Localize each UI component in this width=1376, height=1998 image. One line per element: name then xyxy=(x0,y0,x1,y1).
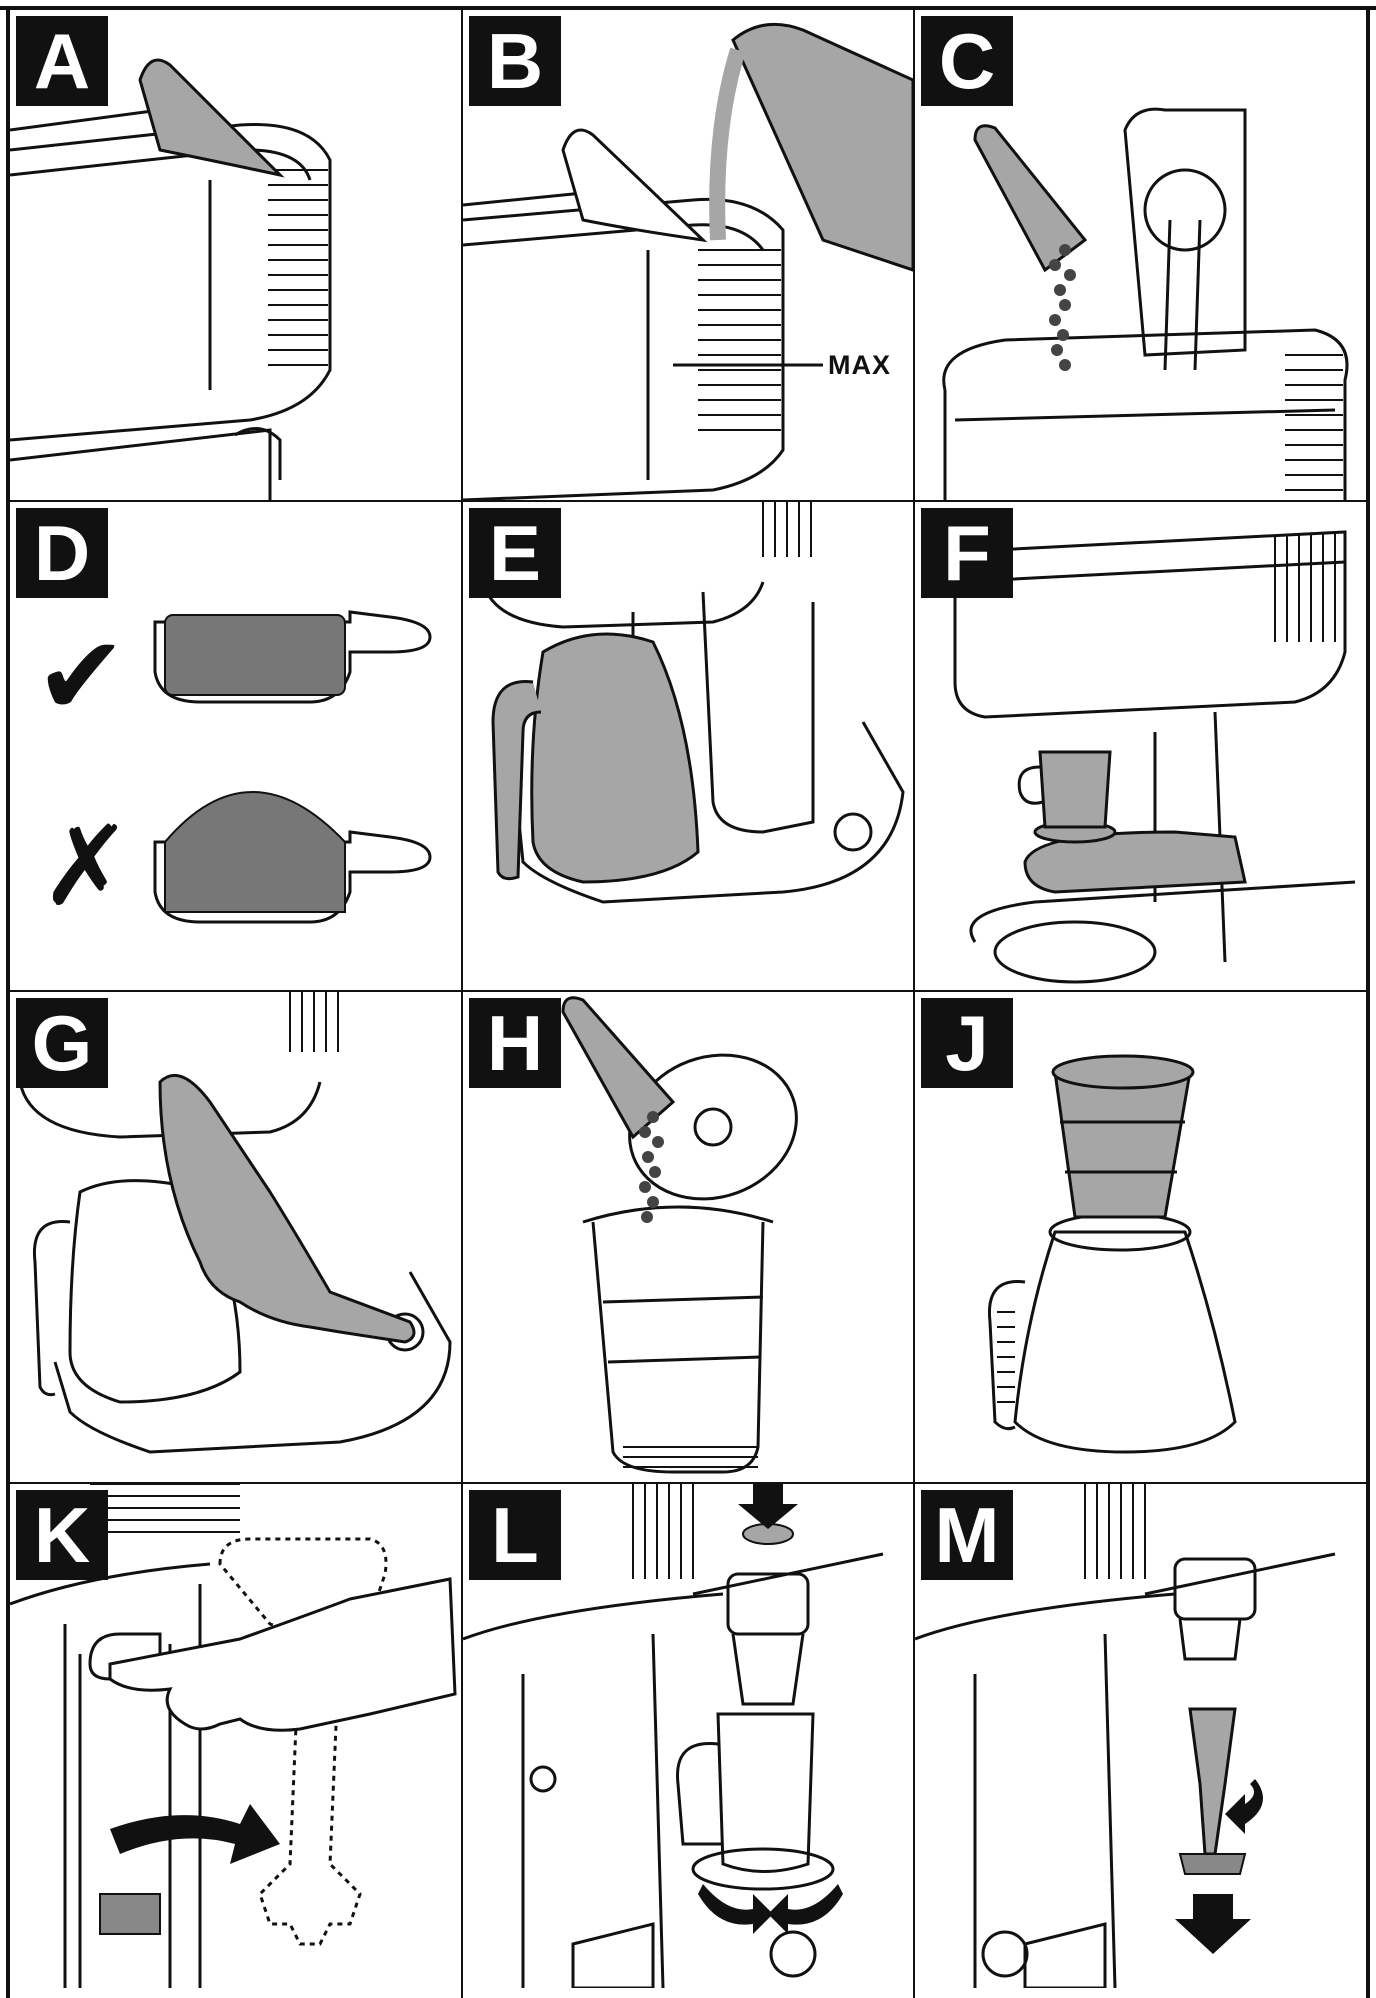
step-label-f: F xyxy=(921,508,1013,598)
step-label-e: E xyxy=(469,508,561,598)
panel-e-illustration xyxy=(481,502,905,904)
panel-l-illustration xyxy=(463,1484,884,1988)
panel-g-illustration xyxy=(18,992,452,1454)
step-label-k: K xyxy=(16,1490,108,1580)
grid-border-left xyxy=(6,6,10,1998)
panel-j-illustration xyxy=(987,1054,1237,1454)
grid-divider-row1 xyxy=(6,500,1370,502)
panel-f: F xyxy=(915,502,1366,990)
step-label-l: L xyxy=(469,1490,561,1580)
panel-e: E xyxy=(463,502,913,990)
step-label-d: D xyxy=(16,508,108,598)
panel-a: A xyxy=(10,10,461,500)
panel-h-illustration xyxy=(561,996,798,1474)
panel-k: K xyxy=(10,1484,461,1988)
panel-j: J xyxy=(915,992,1366,1482)
panel-b: MAX B xyxy=(463,10,913,500)
panel-d-illustration xyxy=(153,610,432,924)
panel-k-illustration xyxy=(10,1484,457,1988)
max-fill-label: MAX xyxy=(828,350,891,380)
step-label-h: H xyxy=(469,998,561,1088)
panel-c: C xyxy=(915,10,1366,500)
panel-f-illustration xyxy=(953,530,1356,984)
panel-g: G xyxy=(10,992,461,1482)
grid-divider-row3 xyxy=(6,1482,1370,1484)
step-label-a: A xyxy=(16,16,108,106)
incorrect-cross-icon: ✗ xyxy=(40,805,133,928)
step-label-c: C xyxy=(921,16,1013,106)
step-label-g: G xyxy=(16,998,108,1088)
panel-h: H xyxy=(463,992,913,1482)
panel-c-illustration xyxy=(942,107,1349,500)
step-label-m: M xyxy=(921,1490,1013,1580)
panel-a-illustration xyxy=(10,58,332,500)
grid-border-top xyxy=(0,6,1376,10)
panel-d: ✔ ✗ D xyxy=(10,502,461,990)
panel-l: L xyxy=(463,1484,913,1988)
panel-m-illustration xyxy=(915,1484,1336,1988)
grid-border-right xyxy=(1366,6,1370,1998)
grid-divider-col1 xyxy=(461,6,463,1998)
panel-m: M xyxy=(915,1484,1366,1988)
grid-divider-col2 xyxy=(913,6,915,1998)
step-label-j: J xyxy=(921,998,1013,1088)
step-label-b: B xyxy=(469,16,561,106)
panel-b-illustration xyxy=(463,22,913,500)
correct-checkmark-icon: ✔ xyxy=(35,615,128,738)
grid-divider-row2 xyxy=(6,990,1370,992)
